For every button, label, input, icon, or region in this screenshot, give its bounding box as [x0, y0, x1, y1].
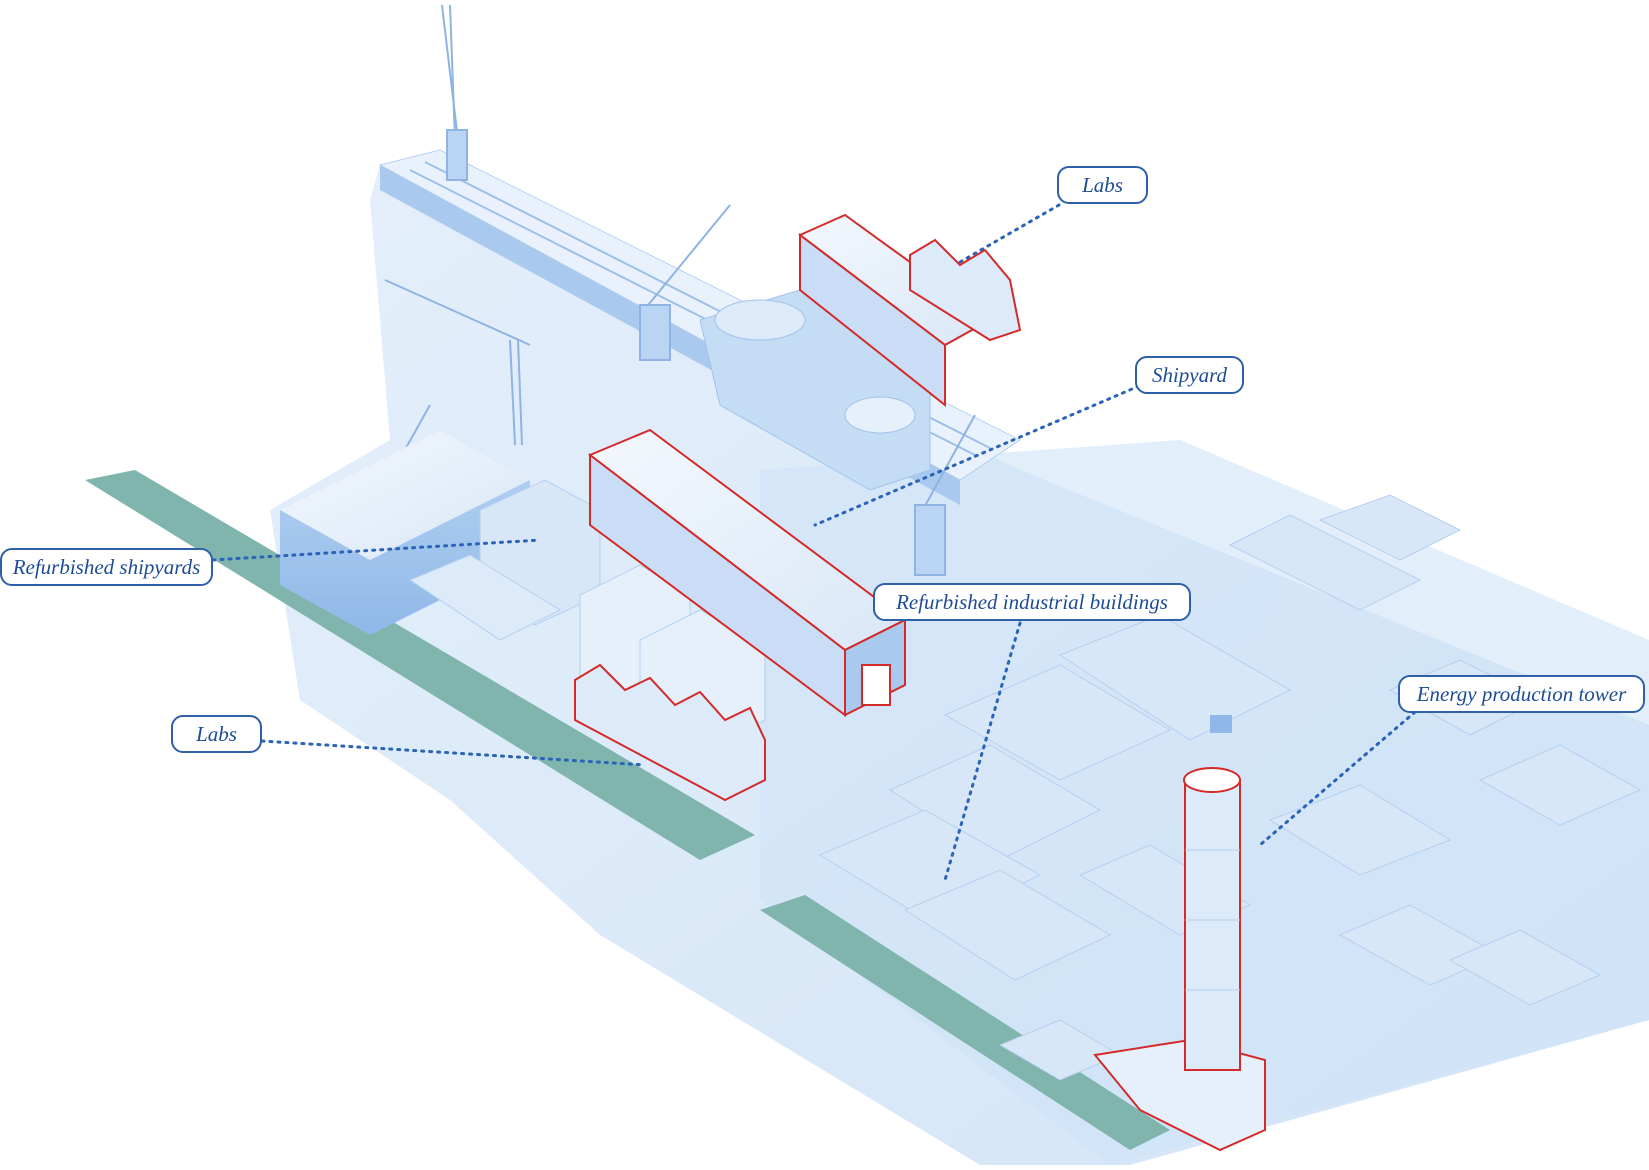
harbour-crane-a: [639, 204, 731, 361]
leader-shipyard: [813, 384, 1141, 527]
leader-energy-tower: [1258, 710, 1417, 847]
callout-refurbished-industrial-buildings: Refurbished industrial buildings: [873, 583, 1191, 621]
shipyard-main-shed: [588, 428, 907, 717]
leader-labs-top: [958, 203, 1061, 264]
canal-south: [760, 895, 1170, 1150]
callout-labs-west: Labs: [171, 715, 262, 753]
energy-production-tower: [1093, 767, 1266, 1152]
callout-shipyard: Shipyard: [1135, 356, 1244, 394]
leader-refurbished-shipyards: [211, 538, 542, 562]
leader-refurbished-industrial: [943, 621, 1022, 882]
courtyard-opening: [1210, 715, 1232, 733]
refurbished-shipyard-buildings: [280, 430, 601, 641]
callout-labs-north: Labs: [1057, 166, 1148, 204]
callout-refurbished-shipyards: Refurbished shipyards: [0, 548, 213, 586]
leader-labs-bottom: [260, 739, 647, 767]
leader-lines: [211, 203, 1417, 882]
harbour-crane-c: [914, 414, 976, 576]
tower-crane-west: [384, 279, 531, 446]
ship-hull: [699, 289, 931, 491]
labs-west-building: [574, 663, 766, 802]
labs-north-building: [798, 213, 1022, 408]
canal-west: [85, 470, 755, 860]
callout-energy-production-tower: Energy production tower: [1398, 675, 1645, 713]
tower-crane-north: [441, 4, 468, 181]
